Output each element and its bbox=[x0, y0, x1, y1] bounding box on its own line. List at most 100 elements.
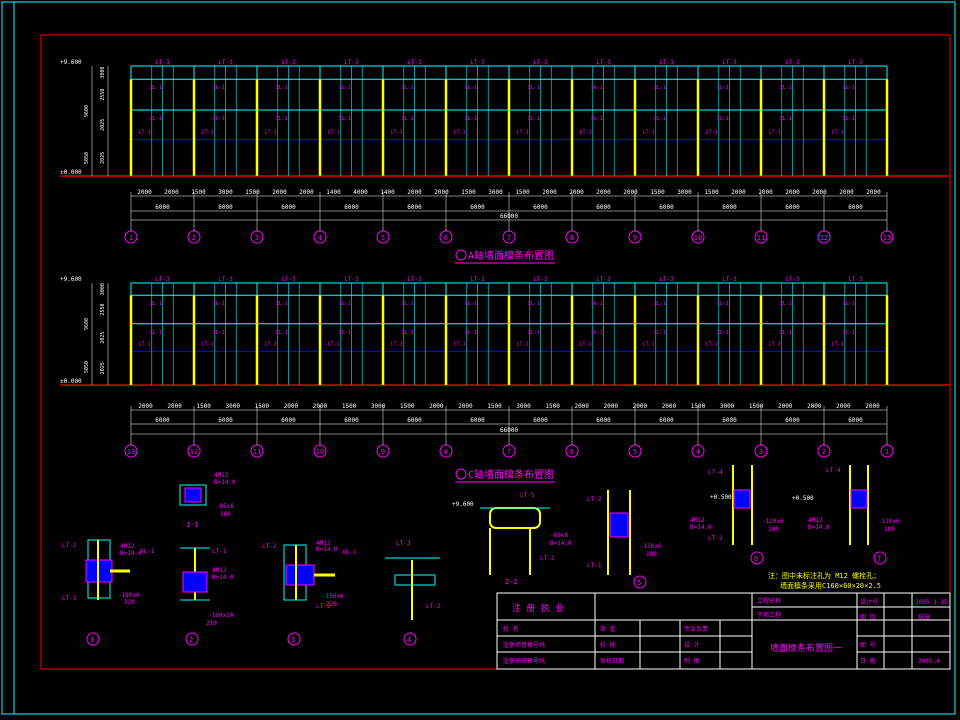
beam-label: LT-3 bbox=[596, 59, 611, 66]
girt-label: LT-1 bbox=[769, 341, 781, 347]
girt-label: XL-1 bbox=[528, 330, 540, 336]
detail-4: LT-3 LT-2 4 bbox=[385, 540, 441, 646]
d2-b-label: B=14.0 bbox=[212, 574, 234, 581]
sub-height: 5050 bbox=[84, 152, 90, 164]
d7-width-dim: 180 bbox=[884, 526, 895, 533]
axis-label: 3 bbox=[255, 234, 259, 242]
top-level: +9.600 bbox=[60, 276, 82, 283]
section-2-2-number: 2-2 bbox=[505, 578, 518, 586]
girt-label: XL-1 bbox=[717, 301, 729, 307]
d7-lt4-label: LT-4 bbox=[826, 467, 841, 474]
girt-label: XL-1 bbox=[213, 85, 225, 91]
d5-lt1-label: LT-1 bbox=[587, 562, 602, 569]
span-dim: 3000 bbox=[226, 403, 241, 410]
girt-label: LT-1 bbox=[832, 130, 844, 136]
d3-b-label: B=14.0 bbox=[316, 546, 338, 553]
drawing-frame bbox=[40, 34, 951, 670]
girt-label: XL-1 bbox=[654, 85, 666, 91]
girt-label: XL-1 bbox=[213, 301, 225, 307]
girt-label: LT-1 bbox=[580, 130, 592, 136]
span-dim: 4000 bbox=[353, 189, 368, 196]
d4-lt3-label: LT-3 bbox=[396, 540, 411, 547]
d2-width-dim: 210 bbox=[206, 620, 217, 627]
s11-bolt-label: 4M12 bbox=[214, 472, 229, 479]
girt-label: XL-1 bbox=[843, 301, 855, 307]
d6-lt2-label: LT-2 bbox=[708, 535, 723, 542]
span-dim: 1500 bbox=[342, 403, 357, 410]
sub-height: 5050 bbox=[84, 361, 90, 373]
beam-label: LT-3 bbox=[344, 276, 359, 283]
total-dim: 66000 bbox=[500, 213, 518, 220]
tb-category-label: 图 别 bbox=[860, 613, 876, 621]
total-height: 9600 bbox=[84, 105, 90, 117]
beam-label: LT-3 bbox=[533, 59, 548, 66]
d3-plate-dim: -150x6 bbox=[322, 593, 344, 600]
d1-bolt-label: 4M12 bbox=[120, 543, 135, 550]
axis-label: 7 bbox=[507, 234, 511, 242]
span-dim: 1500 bbox=[245, 189, 260, 196]
bay-dim: 6000 bbox=[281, 204, 296, 211]
girt-label: XL-1 bbox=[654, 330, 666, 336]
span-dim: 2000 bbox=[785, 189, 800, 196]
girt-label: LT-1 bbox=[391, 130, 403, 136]
axis-label: 8 bbox=[570, 234, 574, 242]
d6-b-label: B=14.0 bbox=[690, 524, 712, 531]
axis-label: 12 bbox=[190, 448, 198, 456]
d7-bolt-label: 4M12 bbox=[808, 517, 823, 524]
girt-label: XL-1 bbox=[402, 301, 414, 307]
girt-label: XL-1 bbox=[276, 85, 288, 91]
bay-dim: 6000 bbox=[218, 417, 233, 424]
bay-dim: 6000 bbox=[533, 204, 548, 211]
girt-label: XL-1 bbox=[339, 85, 351, 91]
girt-label: XL-1 bbox=[780, 116, 792, 122]
s22-b-label: B=14.0 bbox=[550, 540, 572, 547]
s11-width-dim: 160 bbox=[220, 511, 231, 518]
girt-label: XL-1 bbox=[150, 301, 162, 307]
girt-label: LT-1 bbox=[202, 130, 214, 136]
section-2-2: LT-5 LT-2 +9.600 -60x8 B=14.0 2-2 bbox=[452, 492, 572, 586]
detail-2-number: 2 bbox=[189, 636, 193, 644]
bay-dim: 6000 bbox=[155, 417, 170, 424]
beam-label: LT-3 bbox=[218, 59, 233, 66]
s11-b-label: B=14.0 bbox=[214, 479, 236, 486]
level-dim: 2550 bbox=[100, 303, 106, 315]
girt-label: LT-1 bbox=[769, 130, 781, 136]
notes: 注：图中未标注孔为 M12 螺栓孔； 墙面檩条采用C160×60×20×2.5 bbox=[768, 571, 881, 590]
detail-6-number: 6 bbox=[754, 555, 758, 563]
tb-project-label: 工程名称 bbox=[757, 597, 781, 605]
level-dim: 2025 bbox=[100, 152, 106, 164]
beam-label: LT-3 bbox=[848, 59, 863, 66]
tb-row3-c2: 审核日期 bbox=[600, 657, 624, 665]
title-block: 注 册 执 业 工程名称 子项工程 墙面檩条布置图一 姓 名 审 定 专业负责 … bbox=[496, 592, 951, 670]
level-dim: 3000 bbox=[100, 67, 106, 79]
tb-sub-label: 子项工程 bbox=[757, 611, 781, 619]
axis-label: 10 bbox=[694, 234, 702, 242]
section-1-1: 4M12 B=14.0 -85x8 160 1-1 bbox=[179, 472, 236, 529]
span-dim: 2000 bbox=[662, 403, 677, 410]
girt-label: XL-1 bbox=[591, 85, 603, 91]
span-dim: 2000 bbox=[623, 189, 638, 196]
beam-label: LT-3 bbox=[659, 59, 674, 66]
axis-label: 12 bbox=[820, 234, 828, 242]
span-dim: 2000 bbox=[434, 189, 449, 196]
s22-lt5-label: LT-5 bbox=[520, 492, 535, 499]
d5-plate-dim: -150x6 bbox=[640, 543, 662, 550]
span-dim: 2000 bbox=[778, 403, 793, 410]
total-dim: 66000 bbox=[500, 427, 518, 434]
section-1-1-number: 1-1 bbox=[186, 521, 199, 529]
girt-label: LT-1 bbox=[328, 130, 340, 136]
girt-label: XL-1 bbox=[213, 330, 225, 336]
girt-label: XL-1 bbox=[276, 116, 288, 122]
girt-label: XL-1 bbox=[276, 330, 288, 336]
girt-label: XL-1 bbox=[717, 116, 729, 122]
tb-drawing-title: 墙面檩条布置图一 bbox=[770, 642, 842, 654]
span-dim: 2000 bbox=[866, 189, 881, 196]
bay-dim: 6000 bbox=[344, 204, 359, 211]
beam-label: LT-3 bbox=[281, 59, 296, 66]
span-dim: 2000 bbox=[836, 403, 851, 410]
tb-row2-c2: 校 核 bbox=[600, 641, 616, 649]
span-dim: 1500 bbox=[255, 403, 270, 410]
axis-label: 9 bbox=[633, 234, 637, 242]
axis-label: 4 bbox=[696, 448, 700, 456]
